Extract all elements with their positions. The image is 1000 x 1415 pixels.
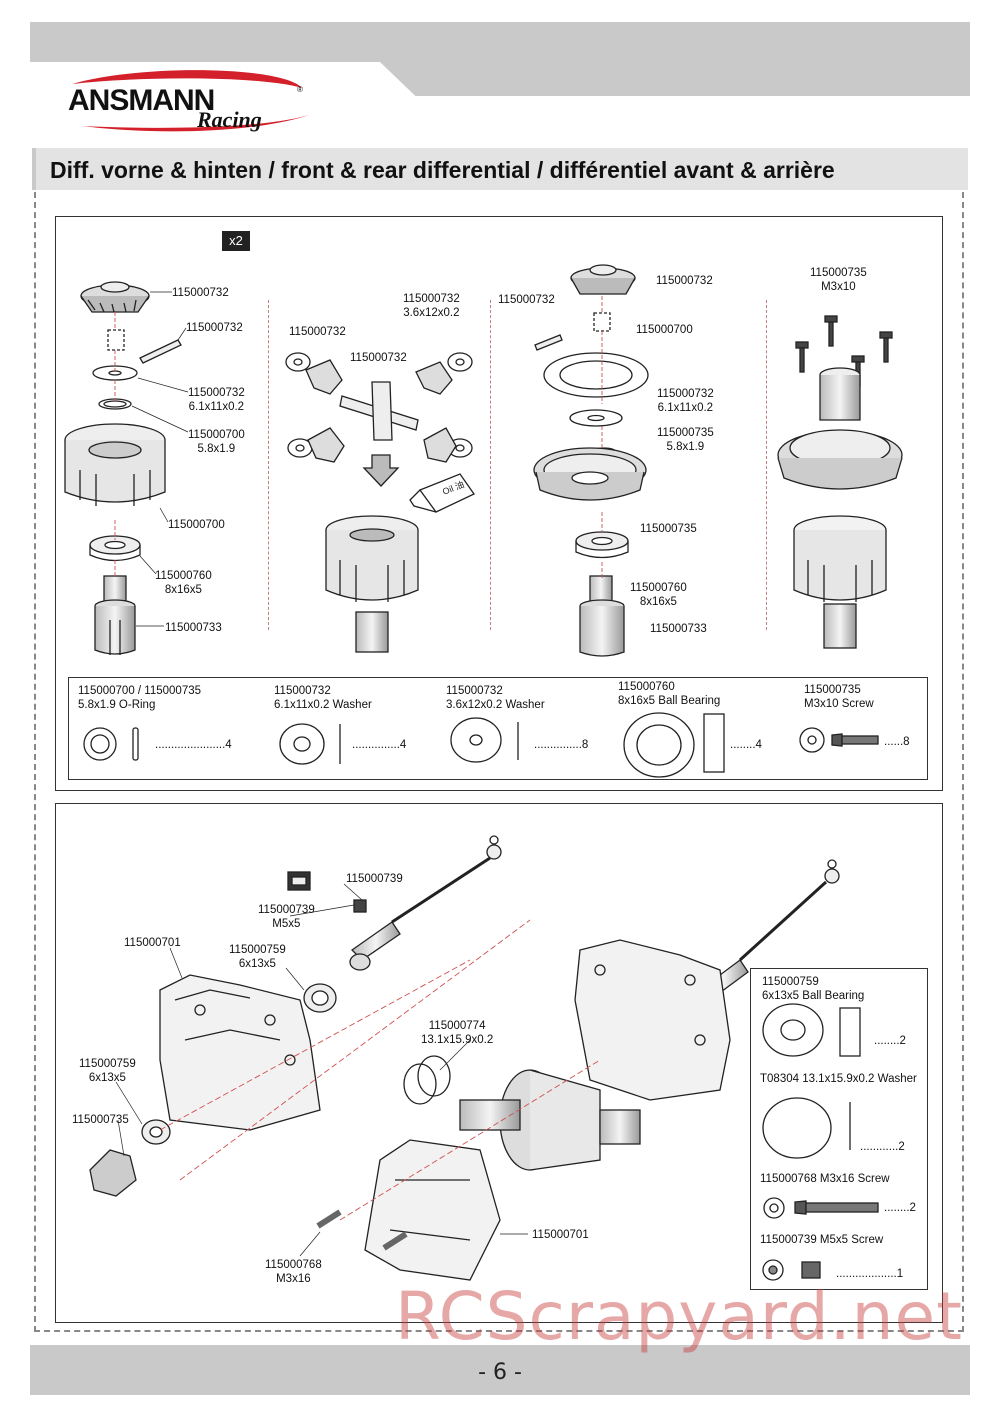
diff-case <box>64 423 166 506</box>
part-label: 115000759 6x13x5 <box>229 944 286 970</box>
part-label: 115000760 8x16x5 <box>155 570 212 596</box>
part-label: 115000739 M5x5 <box>258 904 315 930</box>
header-band <box>30 22 970 62</box>
part-label: 115000733 <box>650 623 707 635</box>
legend-title: 115000759 6x13x5 Ball Bearing <box>762 976 865 1002</box>
brand-logo: ANSMANN ® Racing <box>62 70 322 140</box>
part-label: 115000759 6x13x5 <box>79 1058 136 1084</box>
legend-qty: ......................4 <box>155 739 232 751</box>
gearbox-cover <box>364 1139 501 1281</box>
ball-bearing <box>575 531 629 559</box>
part-label: 115000732 <box>350 352 407 364</box>
part-label: 115000735 <box>640 523 697 535</box>
part-label: 115000735 5.8x1.9 <box>657 427 714 453</box>
assembled-diff <box>777 367 903 649</box>
legend-title: 115000735 M3x10 Screw <box>804 684 874 710</box>
legend-title: 115000732 6.1x11x0.2 Washer <box>274 685 372 711</box>
legend-qty: ........2 <box>884 1202 916 1214</box>
front-rear-diff-assembly-panel <box>55 216 943 791</box>
ball-bearing <box>89 535 141 562</box>
gearbox-housing-left <box>159 974 321 1131</box>
content-frame <box>34 192 964 1332</box>
part-label: 115000735 M3x10 <box>810 267 867 293</box>
part-label: 115000700 <box>168 519 225 531</box>
ring-gear <box>533 447 647 501</box>
parts-legend-bottom <box>750 968 928 1290</box>
legend-qty: ........2 <box>874 1035 906 1047</box>
oil-bottle: Oil 油 <box>409 473 475 513</box>
watermark: RCScrapyard.net <box>395 1278 963 1355</box>
part-label: 115000732 6.1x11x0.2 <box>657 388 714 414</box>
brand-registered: ® <box>297 85 303 94</box>
gearbox-housing-right <box>574 939 731 1101</box>
legend-title: 115000768 M3x16 Screw <box>760 1173 890 1185</box>
screw-icon <box>316 1209 408 1251</box>
part-label: 115000701 <box>532 1229 589 1241</box>
legend-qty: ...................1 <box>836 1268 904 1280</box>
step-separator <box>268 300 269 630</box>
page-title: Diff. vorne & hinten / front & rear diff… <box>50 157 835 183</box>
part-label: 115000733 <box>165 622 222 634</box>
page-number: - 6 - <box>478 1360 522 1385</box>
part-label: 115000739 <box>346 873 403 885</box>
diff-case-filled <box>325 515 419 653</box>
cross-pin <box>339 381 419 441</box>
part-label: 115000774 13.1x15.9x0.2 <box>421 1020 494 1046</box>
brand-name: ANSMANN <box>68 84 214 117</box>
legend-qty: ...............4 <box>352 739 407 751</box>
bevel-gear <box>570 264 636 295</box>
bevel-gear <box>80 281 150 313</box>
brand-sub: Racing <box>196 107 262 132</box>
legend-title: 115000760 8x16x5 Ball Bearing <box>618 681 721 707</box>
legend-qty: ............2 <box>860 1141 905 1153</box>
step-separator <box>490 300 491 630</box>
part-label: 115000732 6.1x11x0.2 <box>188 387 245 413</box>
quantity-badge: x2 <box>222 231 250 251</box>
part-label: 115000732 <box>186 322 243 334</box>
screw-thread-icon <box>287 871 311 891</box>
pinion-gear <box>89 1149 137 1197</box>
driveshaft <box>349 835 502 971</box>
legend-title: 115000732 3.6x12x0.2 Washer <box>446 685 545 711</box>
step-separator <box>766 300 767 630</box>
part-label: 115000760 8x16x5 <box>630 582 687 608</box>
part-label: 115000732 <box>498 294 555 306</box>
legend-title: 115000739 M5x5 Screw <box>760 1234 884 1246</box>
legend-qty: ........4 <box>730 739 762 751</box>
legend-title: T08304 13.1x15.9x0.2 Washer <box>760 1073 917 1085</box>
part-label: 115000700 <box>636 324 693 336</box>
legend-title: 115000700 / 115000735 5.8x1.9 O-Ring <box>78 685 202 711</box>
part-label: 115000732 3.6x12x0.2 <box>403 293 460 319</box>
header-band-angled <box>380 62 970 96</box>
part-label: 115000701 <box>124 937 181 949</box>
legend-qty: ...............8 <box>534 739 589 751</box>
output-cup <box>579 575 625 657</box>
center-diff <box>459 1069 641 1171</box>
output-cup <box>94 575 136 655</box>
legend-qty: ......8 <box>884 736 910 748</box>
part-label: 115000732 <box>289 326 346 338</box>
part-label: 115000700 5.8x1.9 <box>188 429 245 455</box>
part-label: 115000768 M3x16 <box>265 1259 322 1285</box>
title-bar <box>32 148 968 190</box>
part-label: 115000735 <box>72 1114 129 1126</box>
parts-legend-top <box>68 677 928 780</box>
footer-band <box>30 1345 970 1395</box>
part-label: 115000732 <box>656 275 713 287</box>
part-label: 115000732 <box>172 287 229 299</box>
